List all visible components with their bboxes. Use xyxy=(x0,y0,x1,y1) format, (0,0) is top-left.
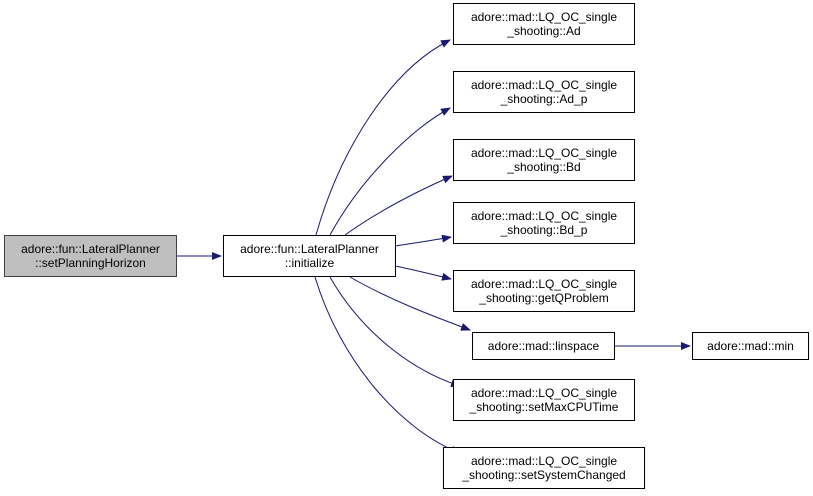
node-label-line: _shooting::setSystemChanged xyxy=(462,468,626,482)
node-linspace[interactable]: adore::mad::linspace xyxy=(472,332,615,360)
edge-initialize-to-Ad xyxy=(315,39,451,236)
edge-initialize-to-Bd xyxy=(344,175,453,236)
node-Ad_p[interactable]: adore::mad::LQ_OC_single_shooting::Ad_p xyxy=(453,71,635,113)
node-label-line: _shooting::getQProblem xyxy=(479,291,609,305)
edge-initialize-to-Bd_p xyxy=(394,234,452,247)
node-setSystemChanged[interactable]: adore::mad::LQ_OC_single_shooting::setSy… xyxy=(443,447,645,489)
node-label-line: adore::mad::min xyxy=(707,339,794,353)
edge-initialize-to-setMaxCPUTime xyxy=(329,276,461,388)
node-label-line: adore::mad::LQ_OC_single xyxy=(470,78,618,92)
node-label-line: adore::mad::LQ_OC_single xyxy=(470,386,618,400)
node-Bd[interactable]: adore::mad::LQ_OC_single_shooting::Bd xyxy=(453,139,635,181)
node-Bd_p[interactable]: adore::mad::LQ_OC_single_shooting::Bd_p xyxy=(453,202,635,244)
node-label-line: ::setPlanningHorizon xyxy=(35,256,146,270)
node-label-line: _shooting::Ad_p xyxy=(500,92,588,106)
edge-initialize-to-setSystemChanged xyxy=(314,276,461,454)
node-label-line: ::initialize xyxy=(284,256,335,270)
node-label-line: adore::fun::LateralPlanner xyxy=(240,242,379,256)
node-min[interactable]: adore::mad::min xyxy=(692,332,809,360)
node-setPlanningHorizon: adore::fun::LateralPlanner::setPlanningH… xyxy=(4,235,177,277)
node-Ad[interactable]: adore::mad::LQ_OC_single_shooting::Ad xyxy=(453,3,635,45)
node-getQProblem[interactable]: adore::mad::LQ_OC_single_shooting::getQP… xyxy=(453,270,635,312)
node-label-line: adore::mad::linspace xyxy=(487,339,600,353)
node-label-line: adore::mad::LQ_OC_single xyxy=(470,146,618,160)
node-setMaxCPUTime[interactable]: adore::mad::LQ_OC_single_shooting::setMa… xyxy=(453,379,635,421)
node-label-line: adore::mad::LQ_OC_single xyxy=(470,10,618,24)
node-label-line: adore::mad::LQ_OC_single xyxy=(470,209,618,223)
node-label-line: _shooting::Bd xyxy=(507,160,581,174)
node-label-line: adore::fun::LateralPlanner xyxy=(21,242,160,256)
node-label-line: _shooting::Bd_p xyxy=(500,223,588,237)
node-label-line: adore::mad::LQ_OC_single xyxy=(470,454,618,468)
node-initialize[interactable]: adore::fun::LateralPlanner::initialize xyxy=(223,235,396,277)
node-label-line: _shooting::Ad xyxy=(507,24,581,38)
edge-initialize-to-linspace xyxy=(349,276,471,331)
node-label-line: _shooting::setMaxCPUTime xyxy=(469,400,619,414)
edge-initialize-to-getQProblem xyxy=(394,265,452,281)
node-label-line: adore::mad::LQ_OC_single xyxy=(470,277,618,291)
edge-initialize-to-Ad_p xyxy=(329,107,451,236)
